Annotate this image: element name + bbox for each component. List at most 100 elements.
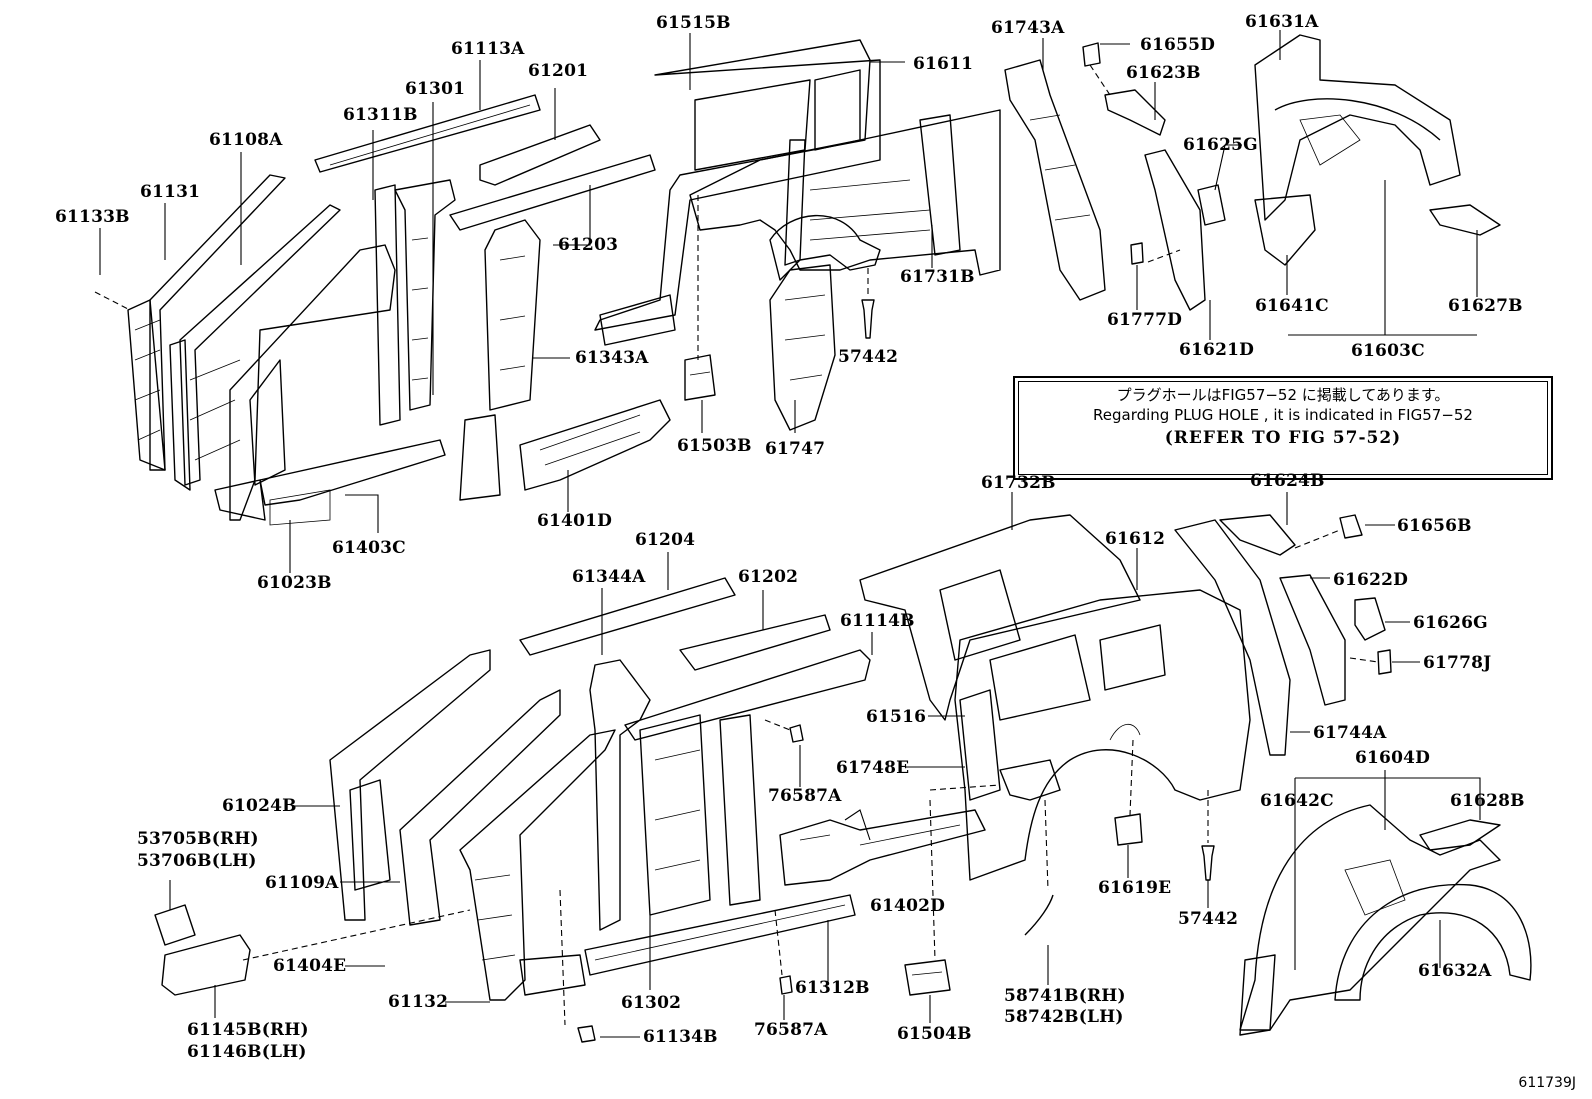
bracket-61623b <box>1104 89 1166 136</box>
part-label-61145b: 61145B(RH) <box>187 1020 309 1040</box>
part-label-58742b: 58742B(LH) <box>1004 1007 1124 1027</box>
part-label-61024b: 61024B <box>222 796 297 816</box>
roof-side-rail-front <box>314 94 541 173</box>
bracket-61624b <box>1219 514 1296 556</box>
center-pillar-lower <box>589 659 711 931</box>
figure-id: 611739J <box>1518 1075 1576 1091</box>
rear-quarter-inner <box>689 109 1001 276</box>
part-label-57442-upper: 57442 <box>838 347 899 367</box>
clip-57442a <box>861 299 875 339</box>
bracket-61656b <box>1339 514 1363 539</box>
bracket-61642c <box>1239 954 1276 1036</box>
leader-lines <box>99 30 1481 1038</box>
part-label-61204: 61204 <box>635 530 696 550</box>
roof-rail-reinf-61204 <box>519 577 736 656</box>
part-label-61747: 61747 <box>765 439 826 459</box>
part-label-76587a-lower: 76587A <box>754 1020 828 1040</box>
part-label-61622d: 61622D <box>1333 570 1409 590</box>
part-label-61744a: 61744A <box>1313 723 1387 743</box>
part-label-61114b: 61114B <box>840 611 915 631</box>
bracket-61145b <box>161 934 251 996</box>
part-label-61503b: 61503B <box>677 436 752 456</box>
part-label-61301: 61301 <box>405 79 466 99</box>
center-pillar-upper <box>374 179 456 426</box>
roof-side-rail-lower <box>624 649 871 741</box>
part-label-61632a: 61632A <box>1418 961 1492 981</box>
rear-pillar-inner-strip <box>1144 149 1206 311</box>
part-label-61731b: 61731B <box>900 267 975 287</box>
roof-rail-reinf <box>479 124 601 186</box>
side-member-front-outer <box>214 244 446 526</box>
part-label-61627b: 61627B <box>1448 296 1523 316</box>
part-label-61732b: 61732B <box>981 473 1056 493</box>
part-label-61504b: 61504B <box>897 1024 972 1044</box>
part-label-61515b: 61515B <box>656 13 731 33</box>
bracket-61504b <box>904 959 951 996</box>
roof-rail-reinf-61202 <box>679 614 831 671</box>
rear-wheelhouse-arch-upper <box>769 214 881 281</box>
part-label-61401d: 61401D <box>537 511 613 531</box>
bracket-61626g <box>1354 597 1386 641</box>
part-label-61202: 61202 <box>738 567 799 587</box>
part-label-61113a: 61113A <box>451 39 525 59</box>
front-pillar-outer-upper <box>127 174 286 471</box>
part-label-61134b: 61134B <box>643 1027 718 1047</box>
rear-pillar-inner-61622d <box>1279 574 1346 706</box>
clip-76587a-lower <box>779 975 793 995</box>
part-label-61621d: 61621D <box>1179 340 1255 360</box>
part-label-61623b: 61623B <box>1126 63 1201 83</box>
note-line-english: Regarding PLUG HOLE , it is indicated in… <box>1093 406 1473 424</box>
part-label-61203: 61203 <box>558 235 619 255</box>
part-label-61201: 61201 <box>528 61 589 81</box>
rear-body-quarter-panel-61612 <box>954 589 1251 881</box>
rear-body-side-frame-61732b <box>859 514 1141 721</box>
assembly-lines <box>94 64 1379 1026</box>
part-label-61619e: 61619E <box>1098 878 1172 898</box>
part-label-61023b: 61023B <box>257 573 332 593</box>
front-pillar-outer-61132 <box>459 729 616 1001</box>
pillar-61516 <box>959 689 1001 801</box>
part-label-61302: 61302 <box>621 993 682 1013</box>
front-pillar-outer-lower <box>329 649 491 921</box>
part-label-61402d: 61402D <box>870 896 946 916</box>
clip-57442b <box>1201 845 1215 881</box>
center-pillar-inner-lower <box>719 714 761 906</box>
clip-61777d <box>1130 242 1144 265</box>
clip-61778j <box>1377 649 1392 675</box>
rear-wheelhouse-outer-lower <box>1239 804 1532 1031</box>
part-label-61642c: 61642C <box>1260 791 1334 811</box>
bracket-61627b <box>1429 204 1501 236</box>
part-label-61133b: 61133B <box>55 207 130 227</box>
part-label-61312b: 61312B <box>795 978 870 998</box>
part-label-61109a: 61109A <box>265 873 339 893</box>
part-label-61611: 61611 <box>913 54 974 74</box>
bracket-53705b <box>154 904 196 946</box>
bracket-61625g <box>1197 184 1226 226</box>
part-label-61743a: 61743A <box>991 18 1065 38</box>
part-label-61626g: 61626G <box>1413 613 1488 633</box>
bracket-61619e <box>1114 813 1143 846</box>
part-label-61778j: 61778J <box>1423 653 1492 673</box>
rocker-inner-61402d <box>779 809 986 886</box>
part-label-61641c: 61641C <box>1255 296 1329 316</box>
part-label-61612: 61612 <box>1105 529 1166 549</box>
part-label-61748e: 61748E <box>836 758 910 778</box>
note-line-japanese: プラグホールはFIG57−52 に掲載してあります。 <box>1116 386 1450 404</box>
bracket-61503b <box>684 354 716 401</box>
bracket-61655d <box>1082 42 1101 67</box>
center-pillar-inner <box>459 219 541 501</box>
part-label-61631a: 61631A <box>1245 12 1319 32</box>
rear-pillar-outer <box>1004 59 1106 301</box>
part-label-53706b: 53706B(LH) <box>137 851 257 871</box>
part-label-53705b: 53705B(RH) <box>137 829 259 849</box>
rear-wheelhouse-outer-upper <box>1254 34 1461 221</box>
part-label-61344a: 61344A <box>572 567 646 587</box>
part-label-61403c: 61403C <box>332 538 406 558</box>
part-label-61655d: 61655D <box>1140 35 1216 55</box>
part-label-61132: 61132 <box>388 992 449 1012</box>
bracket-61628b <box>1419 819 1501 851</box>
plug-hole-note-box: プラグホールはFIG57−52 に掲載してあります。 Regarding PLU… <box>1013 376 1553 480</box>
note-line-refer: (REFER TO FIG 57-52) <box>1164 428 1402 448</box>
rear-pillar-61744a <box>1174 519 1291 756</box>
